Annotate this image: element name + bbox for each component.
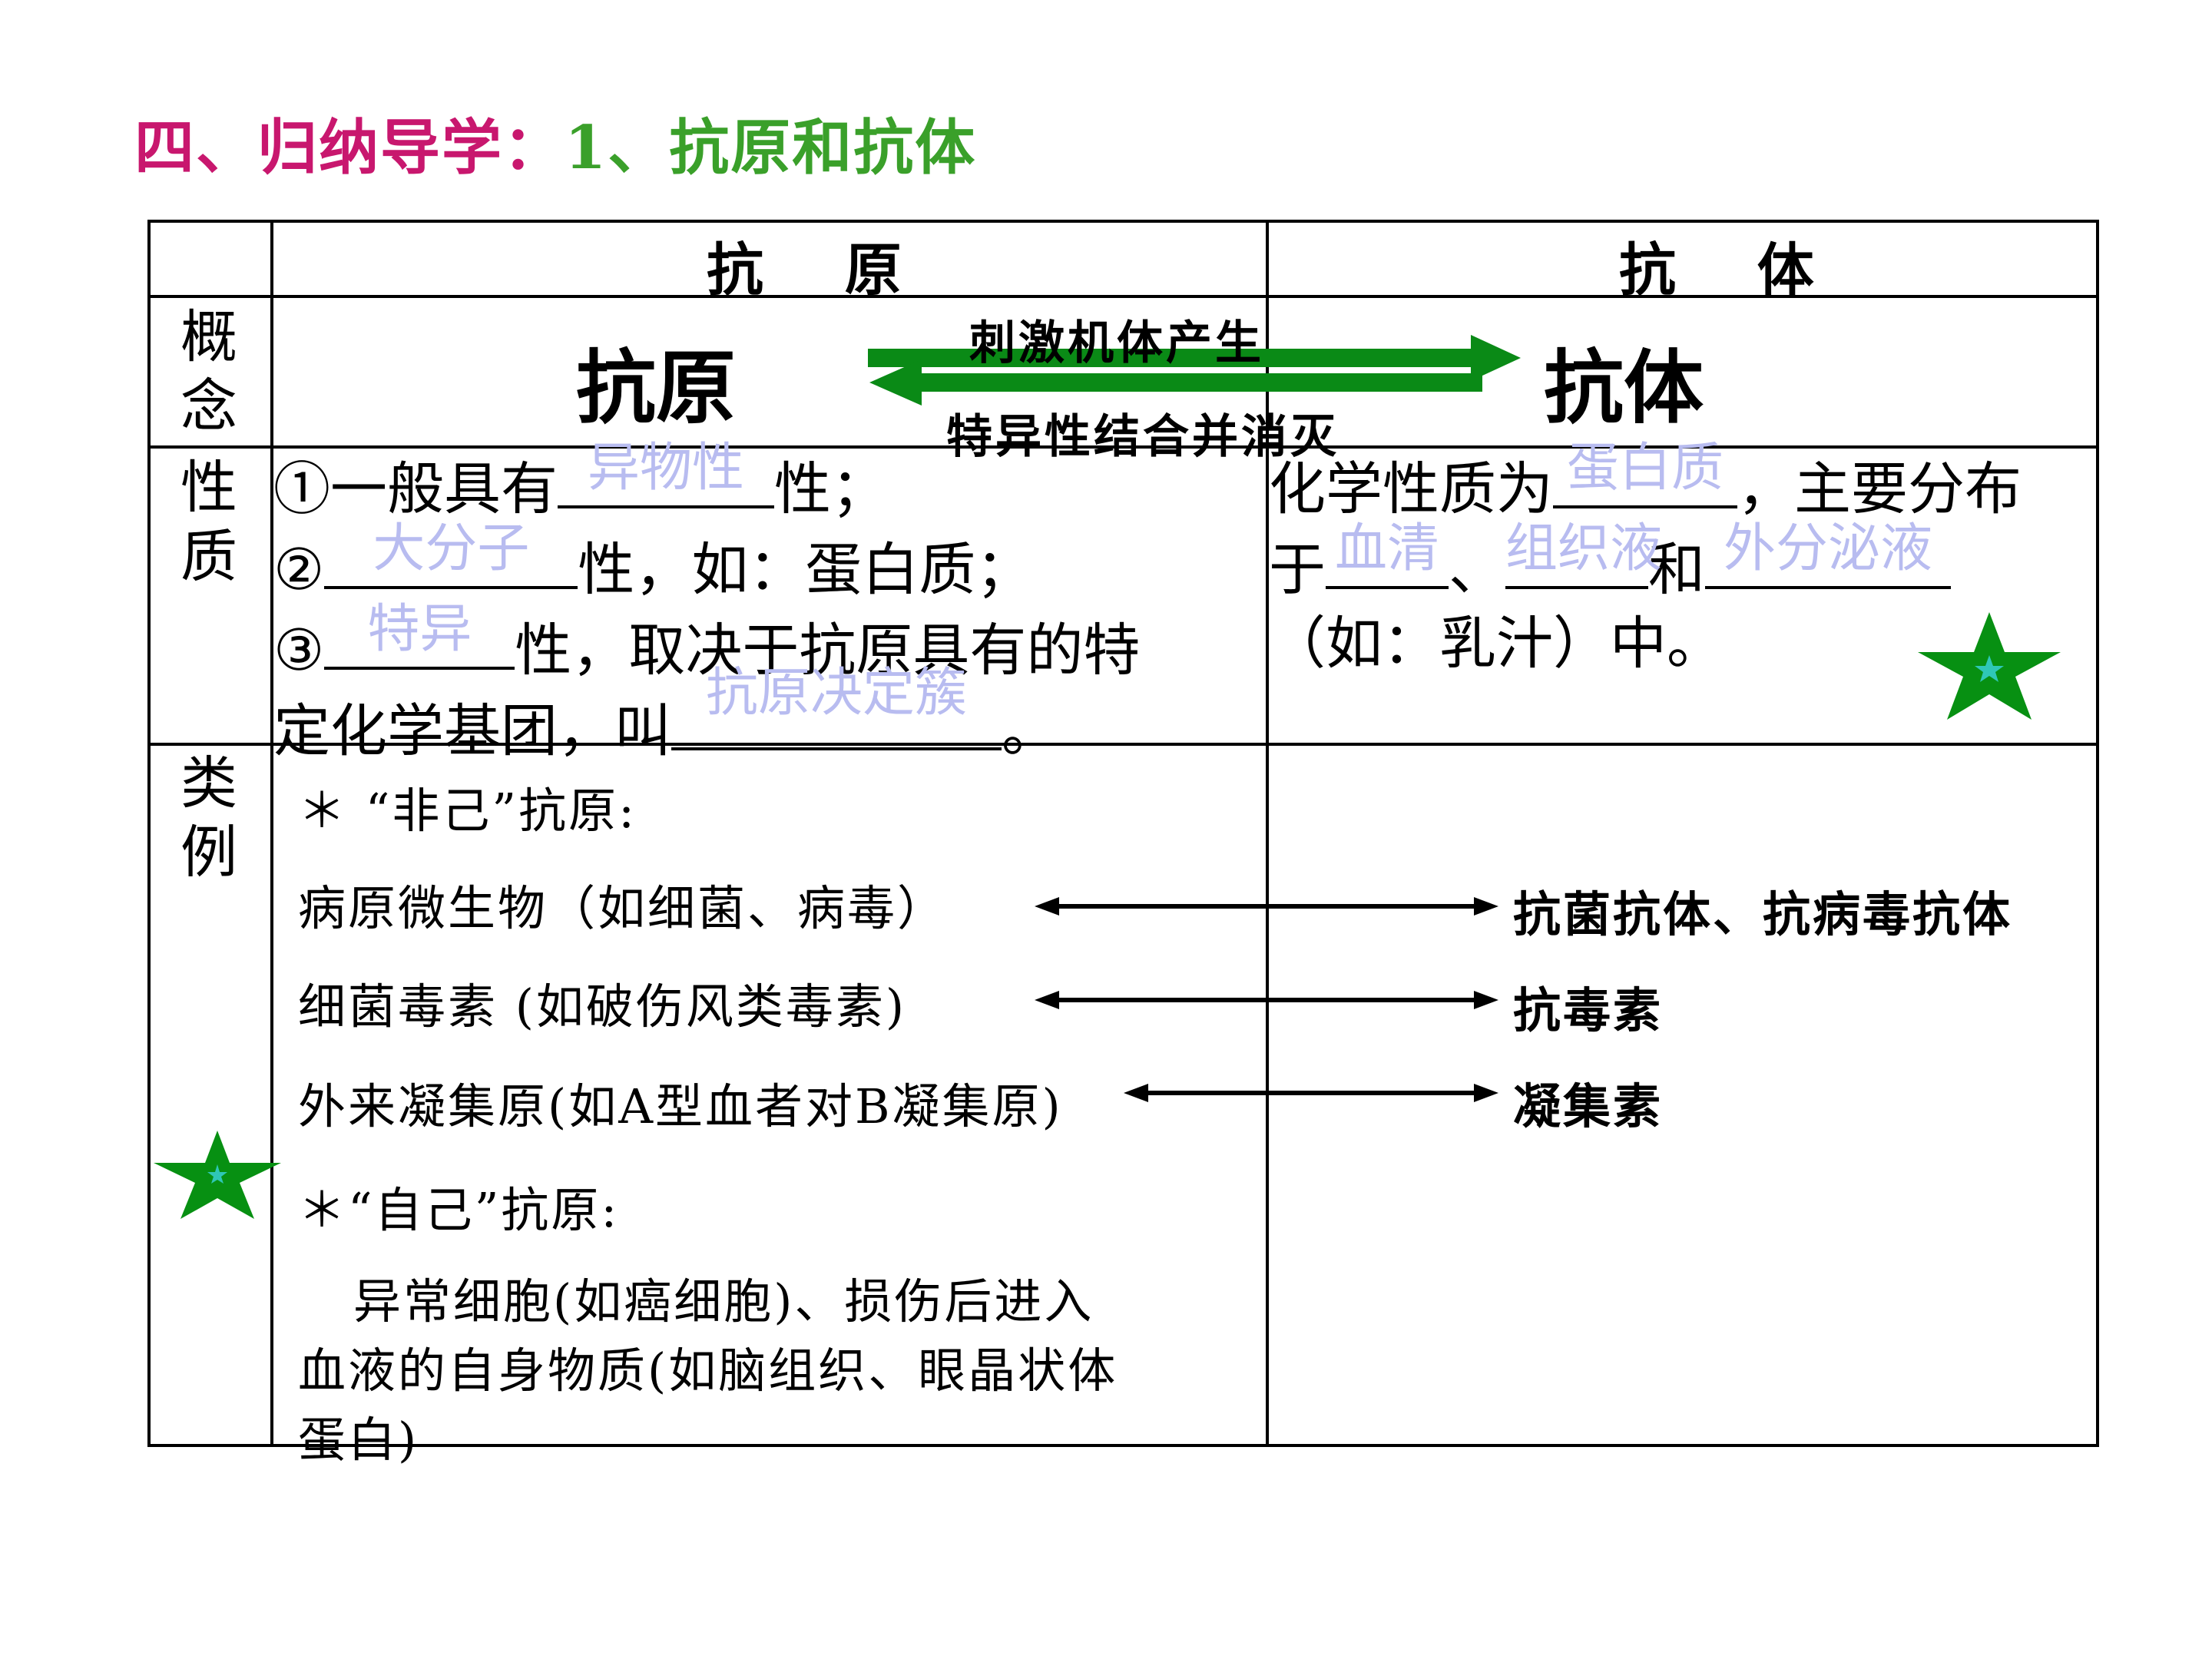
property-line: ①一般具有异物性性； [273, 441, 1140, 526]
arrow-head-right [1474, 1084, 1498, 1102]
star-icon [1918, 612, 2061, 720]
property-text: 性，如：蛋白质； [578, 537, 1033, 603]
table-border-top [147, 220, 2099, 223]
answer-blank: 大分子 [324, 522, 578, 589]
answer-blank: 蛋白质 [1553, 441, 1737, 508]
property-text: ② [273, 537, 325, 603]
property-text: 化学性质为 [1269, 456, 1553, 522]
self-antigen-line: 蛋白) [298, 1412, 419, 1468]
property-text: 于 [1269, 537, 1326, 603]
example-left: 细菌毒素 (如破伤风类毒素) [298, 979, 907, 1035]
answer-text: 蛋白质 [1566, 438, 1724, 498]
row-header-char: 例 [180, 820, 237, 886]
concept-arrows [868, 335, 1521, 406]
example-left: 外来凝集原(如A型血者对B凝集原) [298, 1078, 1063, 1134]
table-divider [147, 743, 2099, 746]
concept-antigen: 抗原 [576, 340, 737, 435]
concept-antibody: 抗体 [1544, 340, 1704, 435]
self-antigen-line: 血液的自身物质(如脑组织、眼晶状体 [298, 1343, 1118, 1399]
star-icon [154, 1131, 281, 1219]
answer-blank: 外分泌液 [1705, 522, 1951, 589]
row-header-property: 性 质 [178, 453, 240, 591]
answer-text: 外分泌液 [1723, 518, 1932, 579]
row-header-example: 类 例 [178, 749, 240, 887]
property-text: 和 [1648, 537, 1705, 603]
property-text: 。 [1002, 698, 1058, 764]
arrow-label-stimulate: 刺激机体产生 [969, 316, 1264, 370]
answer-text: 大分子 [373, 518, 530, 579]
property-text: 性，取决于抗原具有的特 [515, 618, 1141, 684]
example-right: 抗菌抗体、抗病毒抗体 [1513, 886, 2013, 942]
row-header-char: 质 [180, 524, 237, 590]
answer-text: 血清 [1334, 518, 1439, 579]
arrow-left-icon [869, 359, 1482, 406]
property-line: ③ 特异性，取决于抗原具有的特 [273, 602, 1141, 687]
property-line: 定化学基团，叫抗原决定簇。 [273, 666, 1140, 768]
answer-text: 组织液 [1505, 518, 1663, 579]
property-line: 于血清、组织液和外分泌液 [1269, 522, 2022, 607]
answer-text: 抗原决定簇 [705, 663, 967, 724]
arrow-head-right [1474, 897, 1498, 916]
property-text: ，主要分布 [1737, 456, 2022, 522]
answer-blank: 血清 [1326, 522, 1449, 589]
property-line: （如：乳汁）中。 [1269, 611, 1724, 677]
table-divider [147, 295, 2099, 298]
table-border-left [147, 220, 151, 1447]
property-text: 性； [774, 456, 888, 522]
column-header-antibody: 抗 体 [1619, 237, 1845, 303]
arrow-head-left [1035, 897, 1059, 916]
answer-blank: 组织液 [1505, 522, 1662, 589]
table-divider [1266, 220, 1269, 1447]
property-text: ③ [273, 618, 325, 684]
example-right: 抗毒素 [1513, 982, 1664, 1038]
row-header-char: 类 [180, 750, 237, 816]
property-text: 定化学基团，叫 [273, 698, 671, 764]
table-divider [147, 445, 2099, 449]
self-antigen-examples: 异常细胞(如癌细胞)、损伤后进入 血液的自身物质(如脑组织、眼晶状体 蛋白) [298, 1267, 1118, 1475]
self-antigen-line: 异常细胞(如癌细胞)、损伤后进入 [353, 1273, 1094, 1330]
arrow-label-bind: 特异性结合并消灭 [946, 410, 1339, 464]
example-right: 凝集素 [1513, 1078, 1664, 1134]
title-part-1: 四、归纳导学： [134, 113, 565, 183]
page-title: 四、归纳导学：1、抗原和抗体 [134, 100, 976, 186]
answer-blank: 抗原决定簇 [671, 666, 1002, 750]
example-arrows [1035, 897, 1498, 1102]
answer-text: 异物性 [587, 438, 744, 498]
nonself-antigen-header: ＊ “非己”抗原: [298, 783, 637, 839]
arrow-head-right [1474, 991, 1498, 1009]
answer-blank: 异物性 [558, 441, 774, 508]
answer-text: 特异 [367, 599, 472, 660]
property-text: 、 [1449, 537, 1505, 603]
row-header-concept: 概 念 [178, 303, 240, 441]
table-divider [270, 220, 273, 1447]
row-header-char: 念 [180, 373, 237, 439]
arrow-head-left [1035, 991, 1059, 1009]
row-header-char: 性 [180, 455, 237, 521]
table-border-bottom [147, 1444, 2099, 1447]
antibody-properties: 化学性质为蛋白质，主要分布 于血清、组织液和外分泌液 （如：乳汁）中。 [1269, 441, 2022, 680]
arrow-head-left [1124, 1084, 1148, 1102]
row-header-char: 概 [180, 304, 237, 370]
answer-blank: 特异 [324, 602, 515, 670]
arrow-right-icon [868, 335, 1521, 381]
property-line: 化学性质为蛋白质，主要分布 [1269, 441, 2022, 526]
property-text: ①一般具有 [273, 456, 558, 522]
title-part-2: 1、抗原和抗体 [565, 113, 977, 183]
column-header-antigen: 抗 原 [707, 237, 932, 303]
example-left: 病原微生物（如细菌、病毒） [298, 880, 948, 936]
self-antigen-header: ＊“自己”抗原: [298, 1182, 620, 1238]
table-border-right [2096, 220, 2099, 1447]
